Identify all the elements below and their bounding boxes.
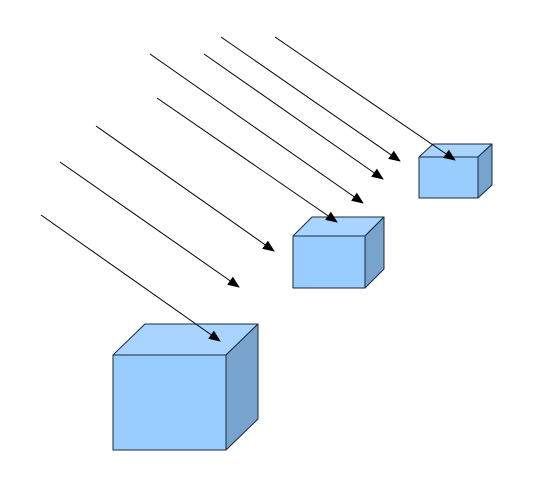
cube-medium-front [292, 235, 366, 289]
cube-medium-side [364, 216, 385, 289]
cubes-layer [112, 143, 493, 451]
cube-small-front [418, 156, 479, 199]
cube-small-side [477, 143, 493, 199]
cube-large-side [225, 323, 259, 451]
arrow-2 [59, 161, 240, 288]
arrow-3 [95, 125, 275, 252]
arrow-5 [149, 53, 364, 204]
cube-small [418, 143, 493, 199]
arrow-8 [274, 36, 456, 161]
arrow-7 [220, 36, 401, 162]
arrows-layer [40, 36, 456, 342]
arrow-6 [203, 53, 384, 180]
cube-large [112, 323, 259, 451]
arrow-1 [40, 214, 221, 342]
cube-large-front [112, 354, 227, 451]
arrow-4 [156, 97, 338, 223]
cube-medium [292, 216, 385, 289]
